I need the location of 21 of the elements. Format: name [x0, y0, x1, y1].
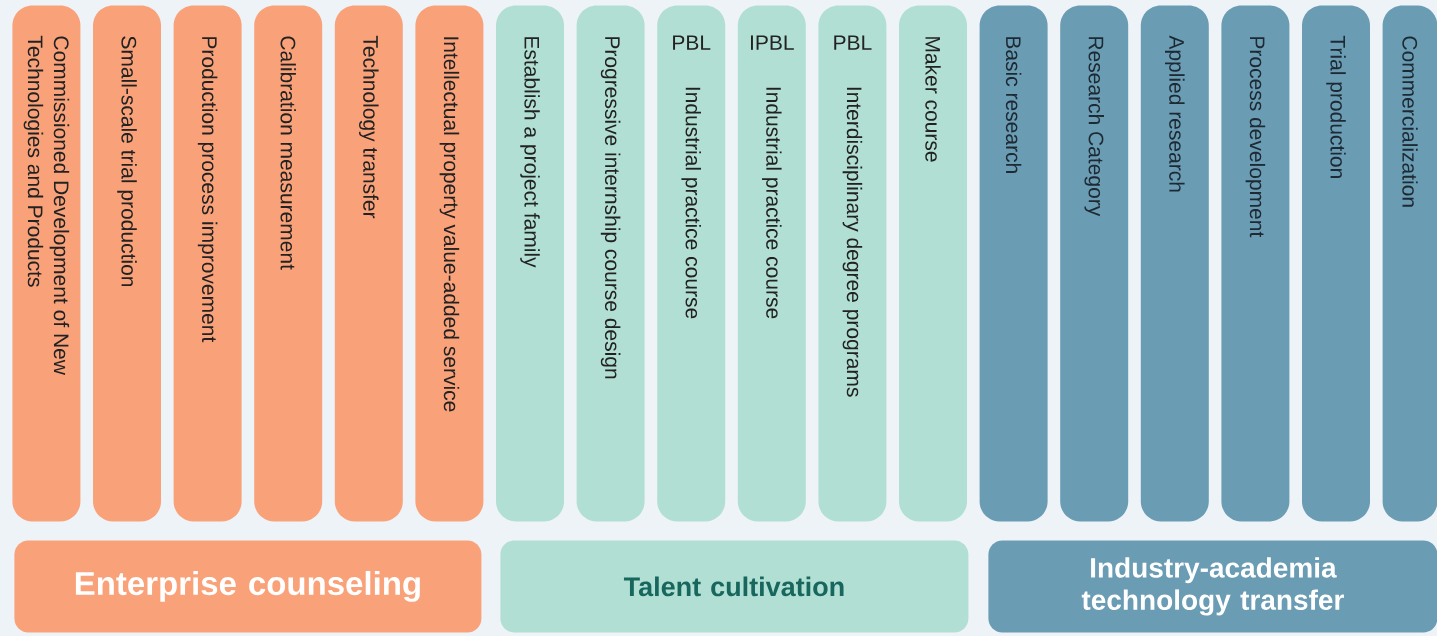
category-banner: Enterprise counseling [14, 540, 482, 633]
rounded-column: Calibration measurement [254, 5, 323, 522]
rounded-column: Establish a project family [496, 5, 564, 522]
rounded-column: Technology transfer [334, 5, 403, 522]
rounded-column: Basic research [979, 5, 1048, 522]
category-banner: Talent cultivation [500, 540, 969, 633]
rounded-column: Process development [1221, 5, 1290, 522]
rounded-column: Production process improvement [173, 5, 242, 522]
category-banner: Industry-academia technology transfer [988, 540, 1437, 633]
rounded-column: Commissioned Development of New Technologies and Products [12, 5, 81, 522]
rounded-column: Applied research [1140, 5, 1209, 522]
rounded-column: Intellectual property value-added service [415, 5, 484, 522]
rounded-column: Trial production [1302, 5, 1370, 522]
rounded-column: Progressive internship course design [576, 5, 645, 522]
rounded-column: PBL Interdisciplinary degree programs [818, 5, 887, 522]
rounded-column: Research Category [1060, 5, 1129, 522]
rounded-column: PBL Industrial practice course [657, 5, 726, 522]
rounded-column: Maker course [899, 5, 967, 522]
rounded-column: Small-scale trial production [93, 5, 161, 522]
rounded-column: IPBL Industrial practice course [737, 5, 806, 522]
rounded-column: Commercialization [1382, 5, 1437, 522]
